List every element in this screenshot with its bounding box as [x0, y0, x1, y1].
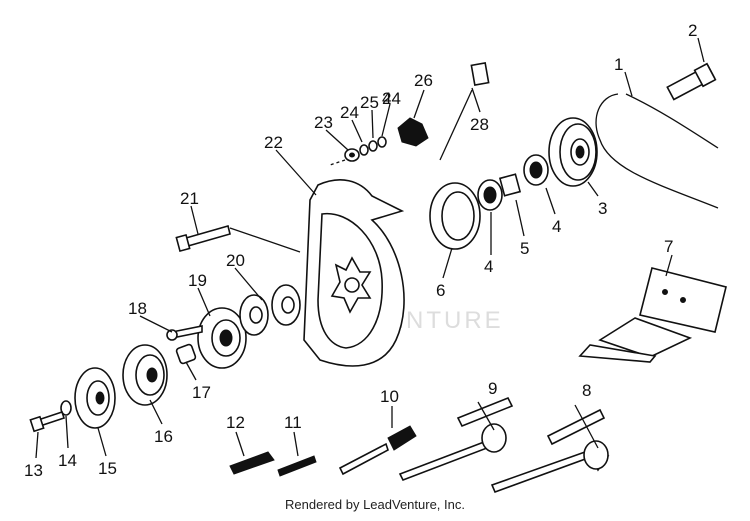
washer-part-23 [344, 148, 360, 162]
bushing-part-17 [175, 343, 197, 365]
hub-part-19 [197, 307, 247, 369]
pulley-part-3 [548, 117, 598, 187]
callout-16: 16 [154, 427, 173, 446]
callout-15: 15 [98, 459, 117, 478]
washer-part-25 [368, 140, 378, 152]
belt-part [595, 93, 719, 209]
callout-14: 14 [58, 451, 77, 470]
callout-17: 17 [192, 383, 211, 402]
callout-4a: 4 [552, 217, 561, 236]
blade-part-7 [578, 267, 727, 363]
long-bolt-part-21 [175, 225, 301, 253]
dashed-leader [329, 159, 346, 166]
bolt-part-2 [666, 62, 717, 101]
socket-wrench-part-8 [490, 404, 610, 494]
callout-11: 11 [284, 413, 302, 432]
washer-part-15 [74, 367, 116, 429]
socket-wrench-part-9 [398, 396, 514, 482]
shim-part-20b [271, 284, 301, 326]
callout-21: 21 [180, 189, 199, 208]
hex-key-part-12 [229, 451, 275, 475]
callout-9: 9 [488, 379, 497, 398]
callout-5: 5 [520, 239, 529, 258]
callout-3: 3 [598, 199, 607, 218]
housing-part-22 [303, 179, 405, 367]
callout-8: 8 [582, 381, 591, 400]
callout-22: 22 [264, 133, 283, 152]
knob-part-26 [397, 117, 429, 147]
bolt-part-13 [29, 410, 66, 433]
callout-labels: 1 2 3 4 4 4 5 6 7 8 9 10 11 12 13 14 15 … [24, 21, 697, 480]
callout-24a: 24 [340, 103, 359, 122]
callout-28: 28 [470, 115, 489, 134]
callout-6: 6 [436, 281, 445, 300]
screw-part-18 [166, 325, 203, 341]
hex-key-part-11 [277, 455, 317, 477]
callout-1: 1 [614, 55, 623, 74]
bearing-part-4a [523, 154, 549, 186]
washer-part-24b [377, 136, 387, 148]
callout-18: 18 [128, 299, 147, 318]
callout-24b: 24 [382, 89, 401, 108]
callout-10: 10 [380, 387, 399, 406]
pulley-part-16 [122, 344, 168, 406]
bearing-part-4b [477, 179, 503, 211]
shim-part-20a [239, 294, 269, 336]
callout-12: 12 [226, 413, 245, 432]
screwdriver-part-10 [338, 425, 417, 476]
callout-2: 2 [688, 21, 697, 40]
callout-26: 26 [414, 71, 433, 90]
washer-part-24a [359, 144, 369, 156]
callout-23: 23 [314, 113, 333, 132]
callout-13: 13 [24, 461, 43, 480]
footer-credit: Rendered by LeadVenture, Inc. [285, 497, 465, 512]
callout-25: 25 [360, 93, 379, 112]
callout-4c: 4 [382, 89, 391, 108]
callout-19: 19 [188, 271, 207, 290]
callout-4b: 4 [484, 257, 493, 276]
callout-20: 20 [226, 251, 245, 270]
washer-part-14 [60, 400, 72, 416]
callout-7: 7 [664, 237, 673, 256]
leader-lines [35, 37, 705, 459]
spacer-part-5 [498, 173, 522, 197]
ring-part-6 [429, 182, 481, 250]
label-part-28 [439, 62, 490, 161]
